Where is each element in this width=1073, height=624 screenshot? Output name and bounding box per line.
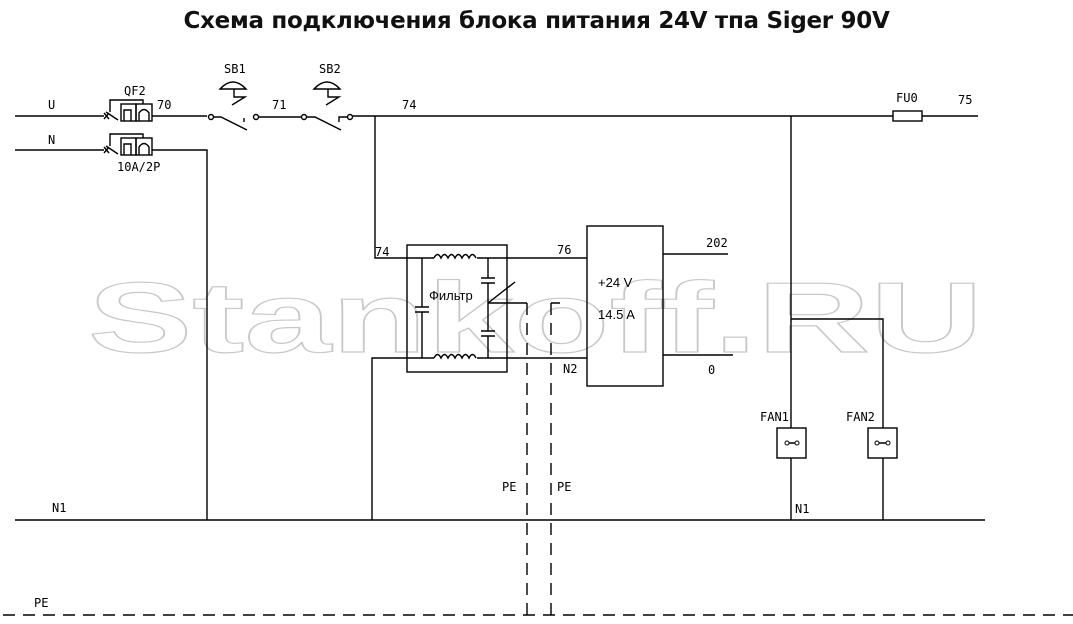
- filter-block: [371, 244, 587, 520]
- label-fan1: FAN1: [760, 410, 789, 424]
- label-74-left: 74: [375, 245, 389, 259]
- label-70: 70: [157, 98, 171, 112]
- label-psu-current: 14.5 A: [598, 307, 635, 322]
- fan-circuit: [776, 116, 898, 520]
- label-202: 202: [706, 236, 728, 250]
- label-pe-2: PE: [557, 480, 571, 494]
- power-supply: [586, 225, 664, 387]
- button-sb1: [207, 81, 301, 131]
- diagram-title: Схема подключения блока питания 24V тпа …: [183, 8, 890, 34]
- fan1: [776, 427, 807, 459]
- label-fan2: FAN2: [846, 410, 875, 424]
- label-n2: N2: [563, 362, 577, 376]
- label-psu-voltage: +24 V: [598, 275, 633, 290]
- wire-74-down: [374, 116, 407, 259]
- label-n: N: [48, 133, 55, 147]
- button-sb2: [300, 81, 354, 131]
- label-qf2: QF2: [124, 84, 146, 98]
- input-lines: [15, 112, 110, 154]
- label-75: 75: [958, 93, 972, 107]
- label-n1-left: N1: [52, 501, 66, 515]
- label-breaker-rating: 10A/2P: [117, 160, 160, 174]
- fan2: [867, 427, 898, 459]
- breaker-qf2: [105, 99, 208, 520]
- label-sb1: SB1: [224, 62, 246, 76]
- label-filter: Фильтр: [429, 288, 473, 303]
- label-sb2: SB2: [319, 62, 341, 76]
- label-pe-bottom: PE: [34, 596, 48, 610]
- label-74-top: 74: [402, 98, 416, 112]
- label-n1-right: N1: [795, 502, 809, 516]
- pe-wire-2: [550, 302, 560, 615]
- fuse-fu0: [892, 110, 923, 122]
- label-fu0: FU0: [896, 91, 918, 105]
- label-71: 71: [272, 98, 286, 112]
- label-pe-1: PE: [502, 480, 516, 494]
- label-0: 0: [708, 363, 715, 377]
- label-u: U: [48, 98, 55, 112]
- psu-outputs: [663, 253, 733, 356]
- label-76: 76: [557, 243, 571, 257]
- watermark: Stankoff.RU: [88, 262, 983, 374]
